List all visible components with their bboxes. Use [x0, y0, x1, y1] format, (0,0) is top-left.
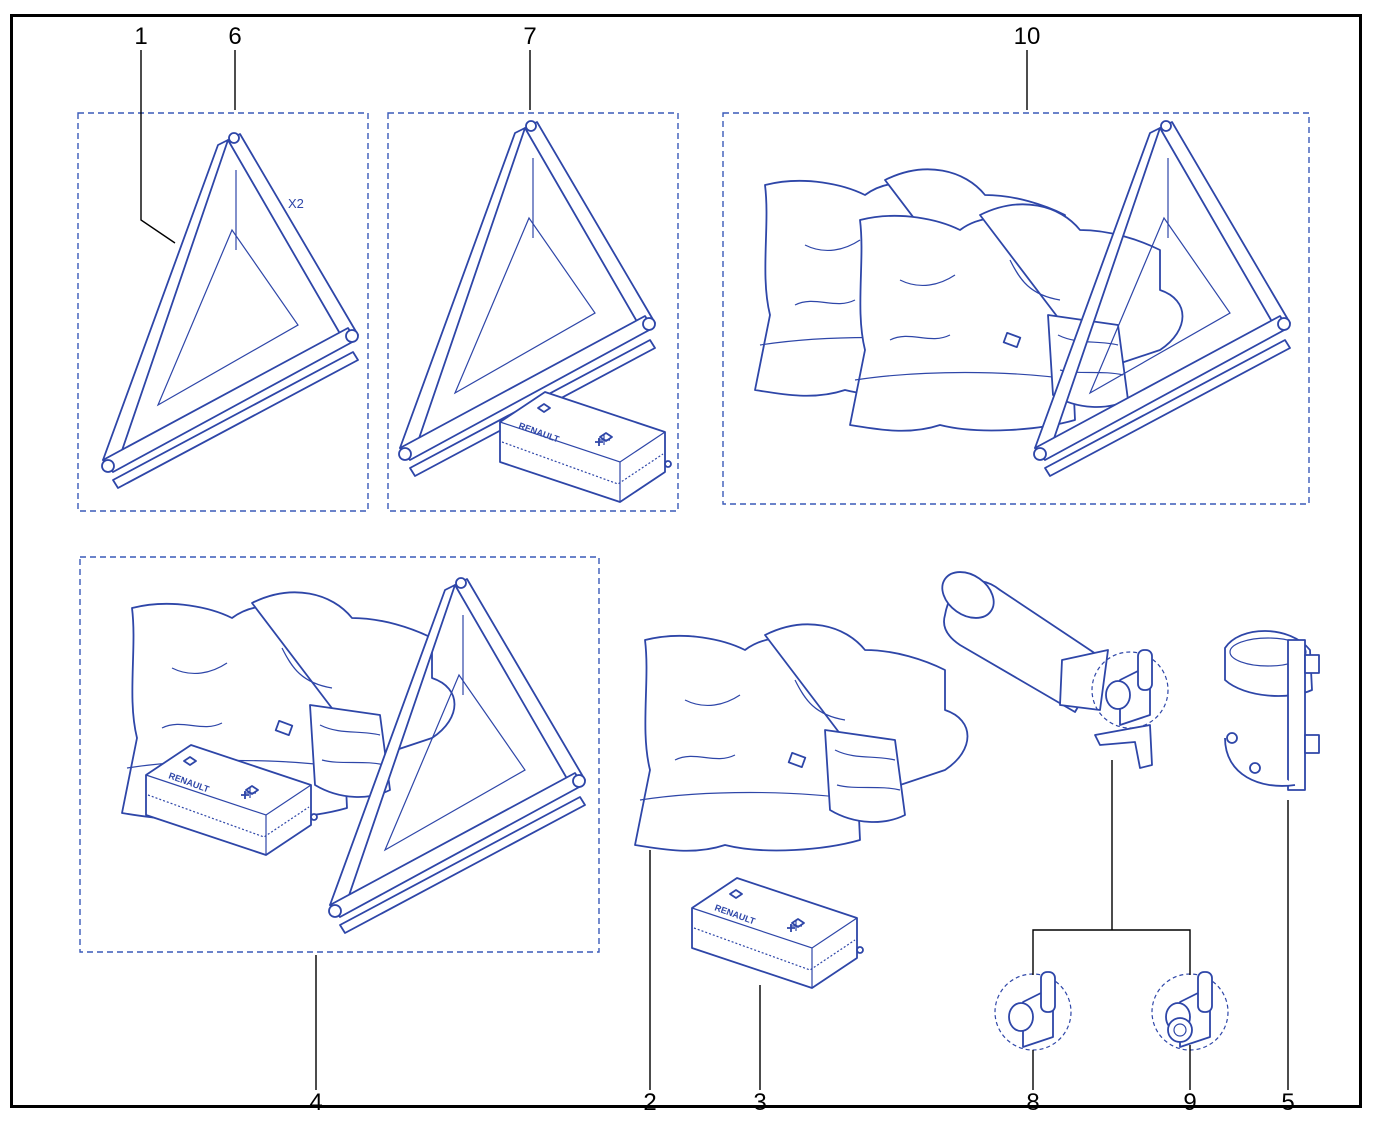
callout-6: 6 [228, 23, 241, 50]
callout-5: 5 [1281, 1089, 1294, 1116]
callout-9: 9 [1183, 1089, 1196, 1116]
kit-box-6 [77, 112, 369, 512]
vest-2 [634, 623, 969, 852]
callout-3: 3 [753, 1089, 766, 1116]
leader-lines [140, 50, 1289, 1090]
first-aid-kit-7 [499, 391, 672, 503]
kit-box-4 [79, 556, 600, 953]
callout-7: 7 [523, 23, 536, 50]
extinguisher-bracket [1224, 630, 1320, 791]
pouch-2 [824, 729, 906, 823]
fire-extinguisher [941, 571, 1169, 769]
kit-box-10 [722, 112, 1310, 505]
callout-4: 4 [309, 1089, 322, 1116]
callout-10: 10 [1014, 23, 1041, 50]
valve-detail-9 [1151, 971, 1229, 1051]
kit-box-7 [387, 112, 679, 512]
first-aid-kit-3 [691, 877, 864, 989]
callout-1: 1 [134, 23, 147, 50]
callout-8: 8 [1026, 1089, 1039, 1116]
callout-2: 2 [643, 1089, 656, 1116]
valve-detail-8 [994, 971, 1072, 1051]
quantity-mark: X2 [288, 196, 304, 211]
